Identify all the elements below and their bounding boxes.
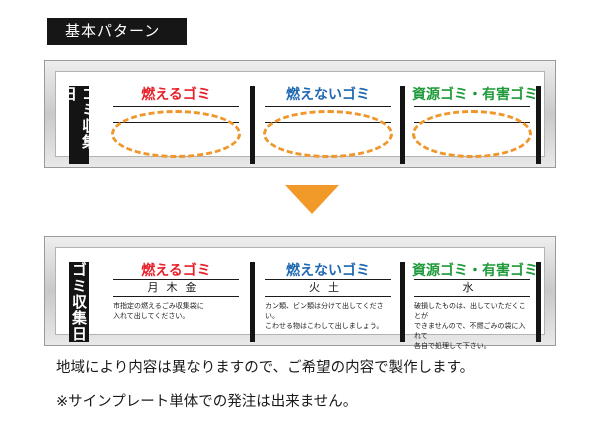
placeholder-ellipse <box>111 110 241 158</box>
entry-line <box>414 296 530 297</box>
example-sign-plate: ゴミ収集日 燃えるゴミ 月木金 市指定の燃えるごみ収集袋に 入れて出してください… <box>44 236 556 350</box>
section-non-burnable: 燃えないゴミ <box>263 86 393 164</box>
section-divider <box>536 86 541 164</box>
blank-sign-plate: ゴミ収集日 燃えるゴミ 燃えないゴミ 資源ゴミ・有害ゴミ <box>44 60 556 168</box>
collection-day-header: ゴミ収集日 <box>60 86 98 164</box>
order-restriction-note: ※サインプレート単体での発注は出来ません。 <box>56 394 358 410</box>
collection-days: 月木金 <box>147 281 205 294</box>
section-title: 燃えるゴミ <box>141 87 211 103</box>
custom-content-note: 地域により内容は異なりますので、ご希望の内容で製作します。 <box>56 360 475 376</box>
title-underline <box>265 106 391 107</box>
plate-face: ゴミ収集日 燃えるゴミ 月木金 市指定の燃えるごみ収集袋に 入れて出してください… <box>55 247 545 350</box>
entry-line <box>265 296 391 297</box>
section-recyclable-hazardous: 資源ゴミ・有害ゴミ <box>412 86 538 164</box>
title-underline <box>113 106 239 107</box>
section-divider <box>250 86 255 164</box>
down-arrow-icon <box>285 185 339 214</box>
entry-line <box>113 296 239 297</box>
section-burnable: 燃えるゴミ <box>111 86 241 164</box>
section-title: 資源ゴミ・有害ゴミ <box>412 87 538 103</box>
title-underline <box>414 279 530 280</box>
section-divider <box>536 262 541 342</box>
section-recyclable-hazardous: 資源ゴミ・有害ゴミ 水 破損したものは、出していただくことが できませんので、不… <box>412 262 538 350</box>
plate-face: ゴミ収集日 燃えるゴミ 燃えないゴミ 資源ゴミ・有害ゴミ <box>55 71 545 164</box>
title-underline <box>113 279 239 280</box>
section-description: 市指定の燃えるごみ収集袋に 入れて出してください。 <box>113 302 204 320</box>
collection-days: 火土 <box>309 281 347 294</box>
section-divider <box>400 262 405 342</box>
section-title: 燃えるゴミ <box>141 263 211 279</box>
pattern-label: 基本パターン <box>47 18 187 45</box>
section-divider <box>400 86 405 164</box>
title-underline <box>265 279 391 280</box>
collection-day-header: ゴミ収集日 <box>69 262 89 342</box>
section-description: 破損したものは、出していただくことが できませんので、不燃ごみの袋に入れて 各自… <box>414 302 526 350</box>
collection-days: 水 <box>462 281 482 294</box>
section-description: カン類、ビン類は分けて出してください。 こわせる物はこわして出しましょう。 <box>265 302 384 330</box>
section-title: 資源ゴミ・有害ゴミ <box>412 263 538 279</box>
placeholder-ellipse <box>263 110 393 158</box>
section-non-burnable: 燃えないゴミ 火土 カン類、ビン類は分けて出してください。 こわせる物はこわして… <box>263 262 393 342</box>
title-underline <box>414 106 530 107</box>
placeholder-ellipse <box>412 110 532 158</box>
section-title: 燃えないゴミ <box>286 263 370 279</box>
section-burnable: 燃えるゴミ 月木金 市指定の燃えるごみ収集袋に 入れて出してください。 <box>111 262 241 342</box>
section-title: 燃えないゴミ <box>286 87 370 103</box>
section-divider <box>250 262 255 342</box>
